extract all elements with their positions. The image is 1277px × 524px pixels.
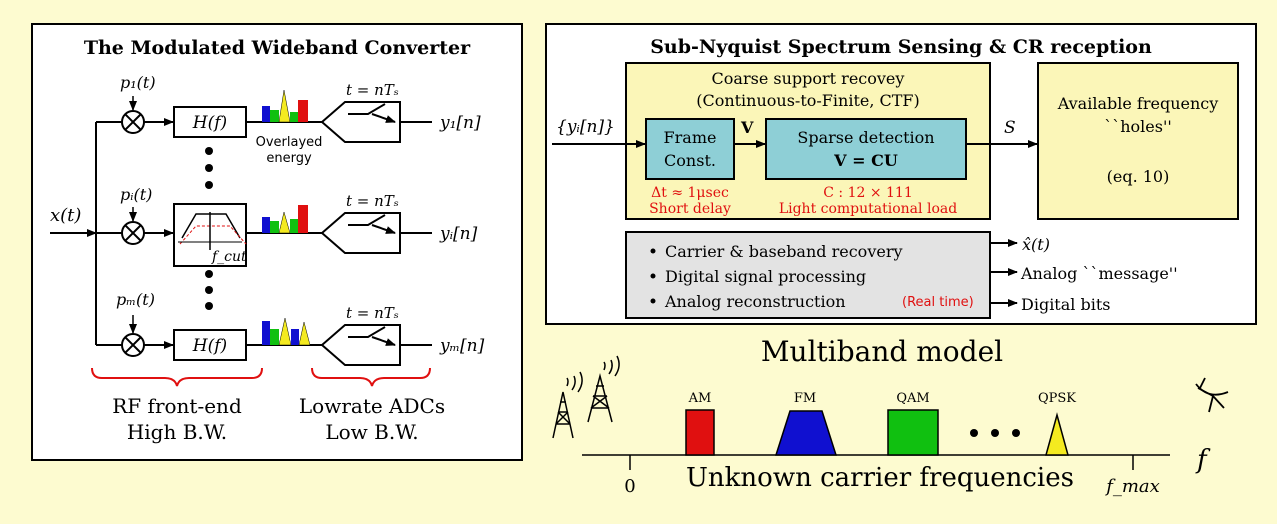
band-qpsk-label: QPSK	[1038, 391, 1076, 406]
output-xhat: x̂(t)	[1022, 235, 1050, 254]
load-note-2: Light computational load	[779, 201, 957, 217]
holes-label-2: ``holes''	[1104, 117, 1172, 136]
mwc-panel-frame	[31, 23, 523, 461]
multiband-caption: Unknown carrier frequencies	[686, 463, 1074, 493]
band-am	[685, 409, 715, 456]
ellipsis-dot	[991, 429, 999, 437]
rf-brace	[91, 367, 263, 387]
axis-f-label: f	[1195, 445, 1211, 475]
mixer-label-i: pᵢ(t)	[120, 185, 152, 204]
frame-label-1: Frame	[664, 128, 717, 147]
output-digital: Digital bits	[1021, 295, 1110, 314]
overlay-label-2: energy	[266, 151, 312, 166]
filter-label-1: H(f)	[192, 113, 227, 133]
ellipsis-dot	[205, 164, 213, 172]
multiband-panel: Multiband model 0 f_max f Unknown carrie…	[552, 335, 1229, 497]
frame-const-block	[645, 118, 735, 180]
sample-label-i: t = nTₛ	[346, 192, 399, 210]
sample-label-m: t = nTₛ	[346, 304, 399, 322]
mwc-branch-1: p₁(t) H(f) Overlayed energy t = nTₛ y₁[n…	[96, 73, 481, 166]
ellipsis-dot	[205, 270, 213, 278]
mixer-label-m: pₘ(t)	[116, 290, 155, 309]
axis-zero-label: 0	[624, 476, 635, 497]
sensing-title: Sub-Nyquist Spectrum Sensing & CR recept…	[650, 36, 1152, 58]
recovery-item-3: Analog reconstruction	[664, 292, 846, 311]
mwc-input-label: x(t)	[50, 205, 81, 226]
axis-max-label: f_max	[1104, 476, 1160, 497]
v-label: V	[740, 118, 754, 137]
sparse-label-2: V = CU	[833, 151, 898, 170]
overlay-label-1: Overlayed	[256, 135, 323, 150]
ctf-title-2: (Continuous-to-Finite, CTF)	[696, 91, 920, 110]
ellipsis-dot	[205, 286, 213, 294]
holes-label-3: (eq. 10)	[1107, 167, 1170, 186]
filter-label-m: H(f)	[192, 336, 227, 356]
tower-icon	[552, 355, 620, 439]
band-qpsk	[1045, 412, 1069, 456]
ctf-title-1: Coarse support recovey	[712, 69, 905, 88]
band-qam	[887, 409, 939, 456]
sparse-detection-block	[765, 118, 967, 180]
ellipsis-dot	[205, 181, 213, 189]
ellipsis-dot	[205, 147, 213, 155]
output-label-i: yᵢ[n]	[439, 224, 478, 244]
delay-note-2: Short delay	[649, 201, 731, 217]
mwc-branch-i: pᵢ(t) f_cut t = nTₛ yᵢ[n]	[96, 185, 478, 267]
output-analog: Analog ``message''	[1020, 264, 1178, 283]
delay-note-1: Δt ≈ 1μsec	[651, 185, 729, 201]
mwc-panel: The Modulated Wideband Converter x(t) p₁…	[31, 23, 523, 461]
output-label-m: yₘ[n]	[439, 336, 485, 356]
adc-label-1: Lowrate ADCs	[299, 394, 445, 418]
band-am-label: AM	[688, 391, 712, 406]
holes-box	[1037, 62, 1239, 220]
ellipsis-dot	[1012, 429, 1020, 437]
sample-label-1: t = nTₛ	[346, 81, 399, 99]
band-fm-label: FM	[794, 391, 816, 406]
realtime-label: (Real time)	[902, 295, 974, 310]
band-qam-label: QAM	[896, 391, 929, 406]
output-label-1: y₁[n]	[439, 113, 481, 133]
adc-label-2: Low B.W.	[325, 420, 418, 444]
rf-label-1: RF front-end	[112, 394, 242, 418]
s-label: S	[1004, 118, 1016, 138]
ellipsis-dot	[970, 429, 978, 437]
filter-label-i: f_cut	[211, 249, 247, 265]
adc-brace	[311, 367, 431, 387]
sensing-panel: Sub-Nyquist Spectrum Sensing & CR recept…	[545, 23, 1257, 325]
band-fm	[774, 410, 838, 456]
sparse-label-1: Sparse detection	[797, 128, 934, 147]
dish-antenna-icon	[1195, 377, 1229, 413]
frame-label-2: Const.	[664, 151, 716, 170]
multiband-title: Multiband model	[761, 335, 1003, 368]
rf-label-2: High B.W.	[127, 420, 227, 444]
load-note-1: C : 12 × 111	[823, 185, 913, 201]
mwc-title: The Modulated Wideband Converter	[84, 37, 471, 59]
recovery-item-2: Digital signal processing	[665, 267, 866, 286]
lowpass-filter-m	[173, 329, 247, 361]
recovery-box	[625, 231, 991, 319]
mwc-branch-m: pₘ(t) H(f) t = nTₛ yₘ[n]	[96, 290, 485, 366]
ellipsis-dot	[205, 302, 213, 310]
sensing-input-label: {yᵢ[n]}	[556, 117, 615, 137]
recovery-item-1: Carrier & baseband recovery	[665, 242, 903, 261]
lowpass-filter-1	[173, 106, 247, 138]
holes-label-1: Available frequency	[1057, 94, 1219, 113]
mixer-label-1: p₁(t)	[120, 73, 156, 92]
